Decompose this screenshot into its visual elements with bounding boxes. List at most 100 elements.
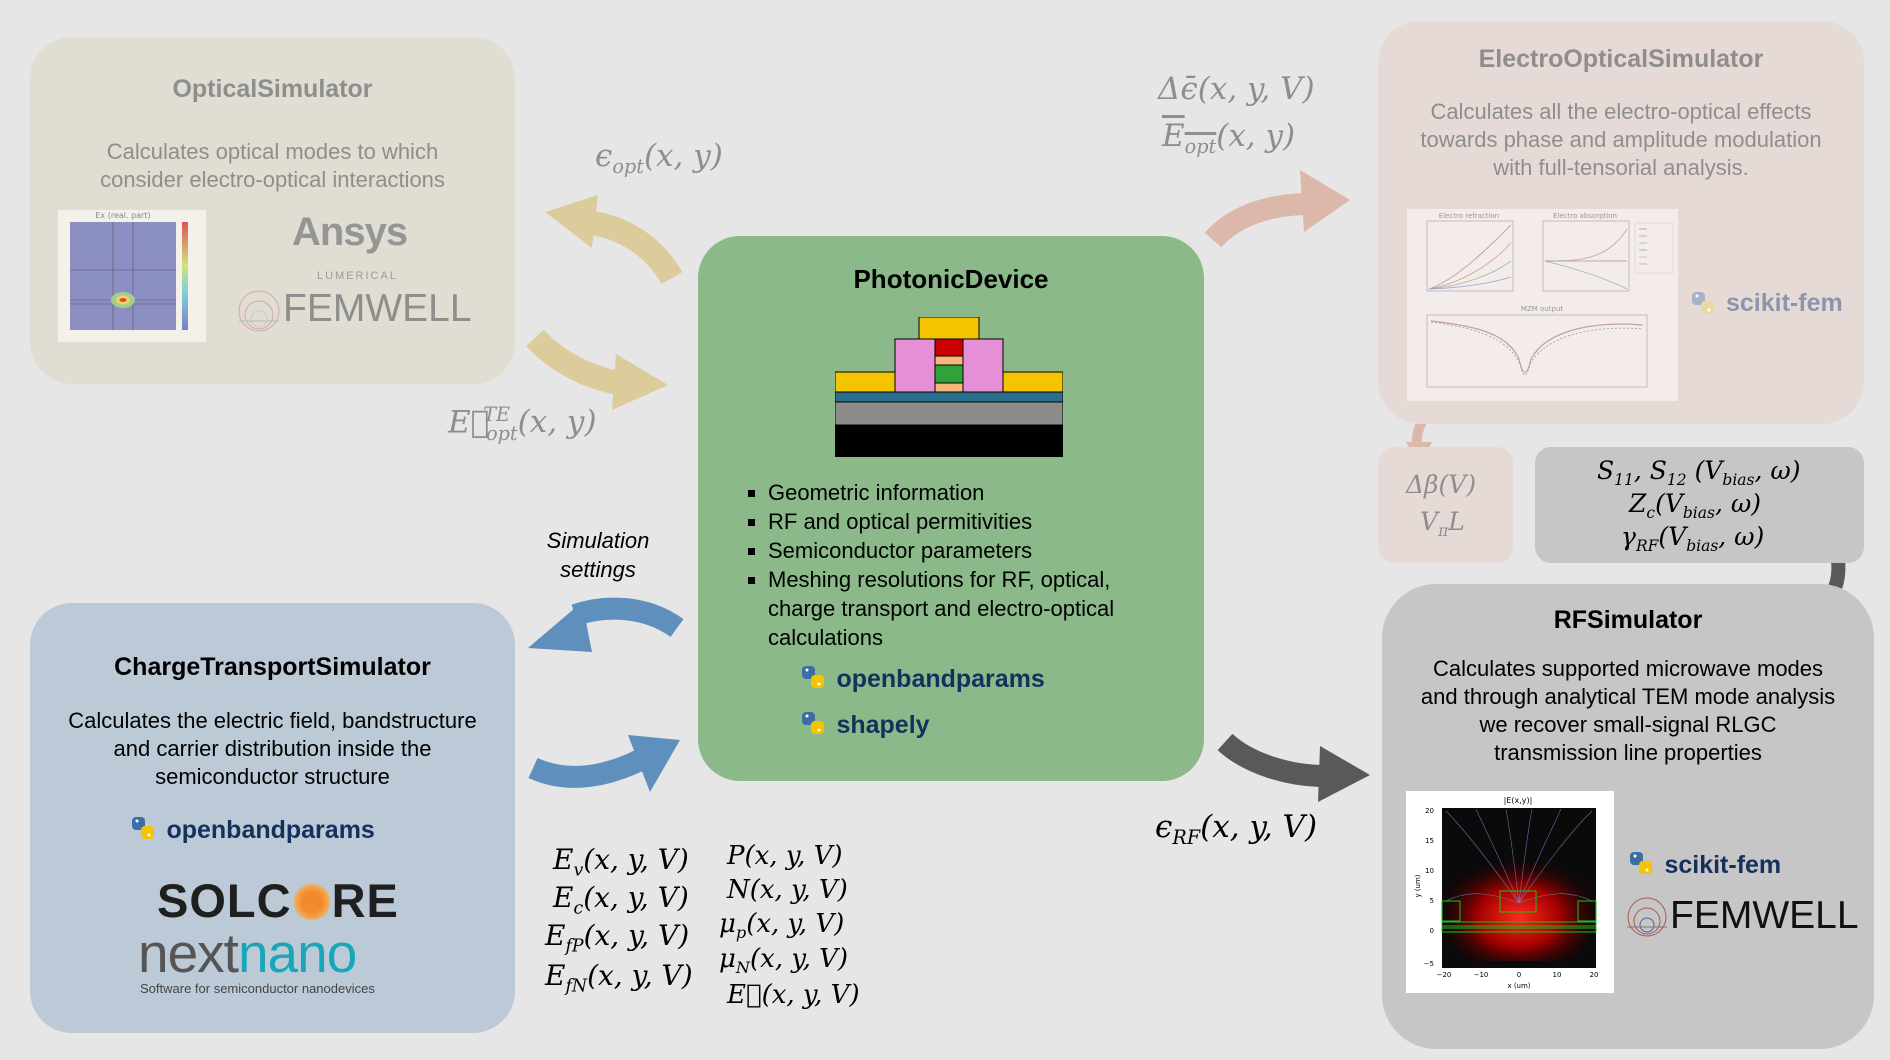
eo-results-plot: Electro refraction Electro absorption MZ… — [1407, 209, 1678, 401]
arrow-photonic-to-eo — [1204, 170, 1350, 248]
solcore-text-b: RE — [331, 874, 399, 927]
lumerical-text: LUMERICAL — [317, 270, 398, 282]
eo-python-icon — [1690, 290, 1716, 321]
rf-simulator-box: RFSimulator Calculates supported microwa… — [1382, 584, 1874, 1049]
bullet-meshing-line-2: charge transport and electro-optical — [768, 596, 1115, 621]
openbandparams-label: openbandparams — [836, 665, 1045, 693]
eq-e-fn: EfN(x, y, V) — [545, 959, 693, 997]
arrow-optical-to-photonic — [526, 329, 668, 410]
svg-text:20: 20 — [1425, 807, 1434, 815]
charge-openbandparams-label: openbandparams — [166, 816, 375, 844]
optical-simulator-box: OpticalSimulator Calculates optical mode… — [30, 37, 515, 384]
eo-simulator-box: ElectroOpticalSimulator Calculates all t… — [1378, 21, 1864, 424]
arrow-photonic-to-charge — [528, 597, 684, 652]
charge-desc-3: semiconductor structure — [155, 764, 390, 789]
photonic-title: PhotonicDevice — [853, 264, 1049, 294]
nextnano-tagline: Software for semiconductor nanodevices — [140, 981, 375, 996]
simulation-settings-label: Simulation settings — [528, 526, 668, 584]
eq-epsilon-opt: ϵopt(x, y) — [595, 138, 723, 179]
charge-lib-openbandparams: openbandparams — [130, 815, 375, 846]
eq-e-v: Ev(x, y, V) — [553, 843, 689, 881]
eq-epsilon-rf: ϵRF(x, y, V) — [1155, 809, 1318, 850]
nextnano-text-a: next — [138, 922, 239, 984]
svg-text:5: 5 — [1430, 897, 1434, 905]
rf-femwell-text: FEMWELL — [1670, 894, 1859, 937]
simulation-settings-line-1: Simulation — [546, 528, 650, 553]
charge-desc-2: and carrier distribution inside the — [113, 736, 432, 761]
rf-desc-4: transmission line properties — [1494, 740, 1762, 765]
bullet-meshing-line-3: calculations — [768, 625, 883, 650]
svg-text:−20: −20 — [1437, 971, 1452, 979]
ansys-logo: Ansys — [281, 210, 408, 255]
python-icon — [800, 710, 826, 741]
eq-e-field: E⃗(x, y, V) — [727, 980, 860, 1010]
rf-desc-3: we recover small-signal RLGC — [1479, 712, 1777, 737]
eq-delta-epsilon: Δϵ̄(x, y, V) — [1158, 71, 1315, 107]
delta-beta-box: Δβ(V) VπL — [1378, 447, 1513, 563]
solcore-sun-icon — [292, 883, 331, 921]
rf-desc-1: Calculates supported microwave modes — [1432, 656, 1824, 681]
photonic-lib-openbandparams: openbandparams — [800, 664, 1045, 695]
svg-text:0: 0 — [1430, 927, 1434, 935]
solcore-logo: SOLC RE — [157, 873, 399, 928]
simulation-settings-line-2: settings — [560, 557, 636, 582]
svg-text:20: 20 — [1590, 971, 1599, 979]
svg-text:−5: −5 — [1424, 960, 1434, 968]
python-icon — [1628, 850, 1654, 881]
rf-plot-title: |E(x,y)| — [1504, 796, 1533, 805]
photonic-device-box: PhotonicDevice Geometric information RF … — [698, 236, 1204, 781]
python-icon — [800, 664, 826, 695]
arrow-photonic-to-optical — [545, 195, 683, 285]
eq-e-fp: EfP(x, y, V) — [545, 919, 690, 957]
optical-femwell-text: FEMWELL — [283, 287, 472, 330]
bullet-geometric: Geometric information — [768, 478, 1114, 507]
s-params-box: S11, S12 (Vbias, ω) Zc(Vbias, ω) γRF(Vbi… — [1535, 447, 1864, 563]
python-icon — [130, 815, 156, 846]
charge-transport-box: ChargeTransportSimulator Calculates the … — [30, 603, 515, 1033]
nextnano-text-b: nano — [237, 922, 357, 984]
rf-title: RFSimulator — [1553, 606, 1703, 634]
rf-lib-scikit-fem: scikit-fem — [1628, 850, 1781, 881]
eq-v-pi-l: VπL — [1420, 507, 1465, 540]
bullet-permitivities: RF and optical permitivities — [768, 507, 1114, 536]
bullet-semiconductor: Semiconductor parameters — [768, 536, 1114, 565]
eq-delta-beta: Δβ(V) — [1406, 470, 1477, 499]
svg-text:15: 15 — [1425, 837, 1434, 845]
femwell-logo-icon — [238, 290, 280, 332]
rf-desc-2: and through analytical TEM mode analysis — [1420, 684, 1836, 709]
ansys-logo-text: Ansys — [292, 210, 408, 254]
solcore-text-a: SOLC — [157, 874, 292, 927]
eq-e-opt-te: E⃗TEopt(x, y) — [448, 403, 597, 445]
eq-s-params: S11, S12 (Vbias, ω) — [1597, 456, 1801, 489]
rf-plot-xlabel: x (um) — [1507, 982, 1530, 990]
eq-n: N(x, y, V) — [727, 875, 848, 905]
eq-e-opt-vector: Eopt(x, y) — [1162, 118, 1296, 159]
svg-text:10: 10 — [1425, 867, 1434, 875]
charge-title: ChargeTransportSimulator — [114, 653, 431, 681]
rf-field-plot: |E(x,y)| 20 15 10 5 — [1406, 791, 1614, 993]
optical-desc-2: consider electro-optical interactions — [100, 167, 445, 192]
photonic-bullet-list: Geometric information RF and optical per… — [742, 478, 1114, 652]
eq-gamma-rf: γRF(Vbias, ω) — [1621, 522, 1765, 555]
bullet-meshing: Meshing resolutions for RF, optical, cha… — [768, 565, 1114, 652]
svg-text:−10: −10 — [1474, 971, 1489, 979]
eo-lib-name: scikit-fem — [1726, 289, 1843, 317]
optical-title: OpticalSimulator — [172, 75, 373, 103]
bullet-meshing-line-1: Meshing resolutions for RF, optical, — [768, 567, 1111, 592]
eo-title: ElectroOpticalSimulator — [1478, 45, 1764, 73]
rf-plot-ylabel: y (um) — [1414, 874, 1422, 897]
eq-mu-n: μN(x, y, V) — [719, 944, 849, 978]
optical-plot-title: Ex (real. part) — [95, 211, 150, 220]
rf-femwell-logo-icon — [1627, 897, 1667, 937]
eo-desc-1: Calculates all the electro-optical effec… — [1430, 99, 1812, 124]
svg-text:10: 10 — [1553, 971, 1562, 979]
optical-desc-1: Calculates optical modes to which — [106, 139, 439, 164]
svg-text:0: 0 — [1517, 971, 1521, 979]
arrow-photonic-to-rf — [1217, 733, 1370, 802]
arrow-charge-to-photonic — [528, 735, 680, 792]
eq-mu-p: μp(x, y, V) — [719, 909, 845, 943]
eq-z-c: Zc(Vbias, ω) — [1629, 489, 1761, 522]
charge-desc-1: Calculates the electric field, bandstruc… — [68, 708, 477, 733]
eo-plot3-title: MZM output — [1521, 305, 1563, 313]
nextnano-logo: nextnano — [138, 921, 357, 985]
